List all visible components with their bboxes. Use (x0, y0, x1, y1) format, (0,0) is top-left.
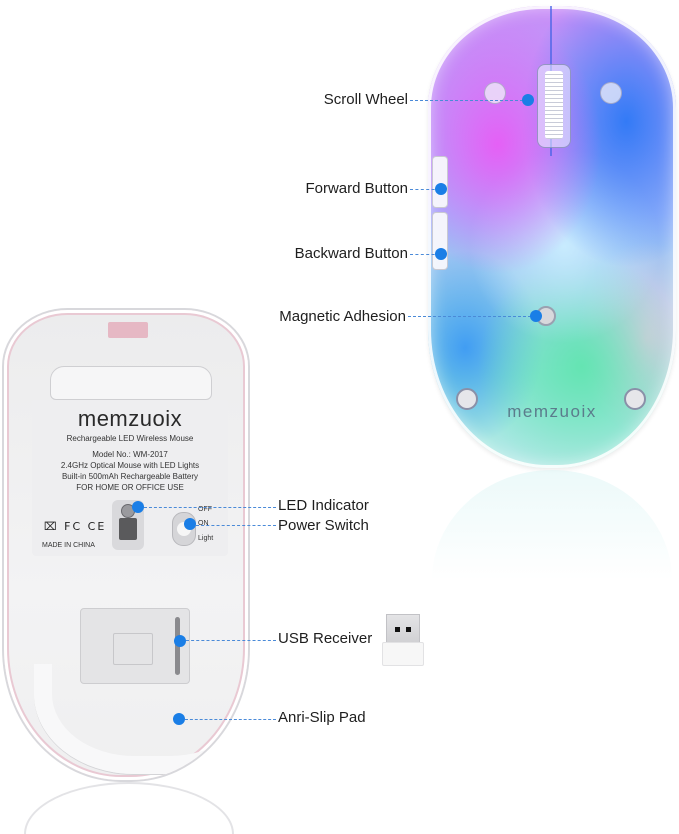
label-usb-receiver: USB Receiver (278, 630, 373, 647)
brand-logo: memzuoix (507, 402, 597, 421)
callout-line-usb-receiver (186, 640, 276, 641)
screw-right (624, 388, 646, 410)
usb-hole (406, 627, 411, 632)
backward-side-button (432, 212, 448, 270)
forward-side-button (432, 156, 448, 208)
usb-receiver-dongle (382, 614, 424, 666)
callout-dot-backward-button (435, 248, 447, 260)
bottom-mouse-reflection (24, 782, 234, 834)
callout-dot-power-switch (184, 518, 196, 530)
callout-line-backward-button (410, 254, 440, 255)
mouse-top-view: memzuoix (428, 6, 676, 468)
label-led-indicator: LED Indicator (278, 497, 369, 514)
pink-tab (108, 322, 148, 338)
made-in-label: MADE IN CHINA (42, 542, 95, 549)
scroll-wheel (537, 64, 571, 148)
screw-left (456, 388, 478, 410)
label-forward-button: Forward Button (305, 180, 408, 197)
callout-line-magnetic-adhesion (408, 316, 536, 317)
callout-line-forward-button (410, 189, 440, 190)
label-scroll-wheel: Scroll Wheel (323, 91, 408, 108)
usb-hole (395, 627, 400, 632)
callout-line-scroll-wheel (410, 100, 528, 101)
sticker-subtitle: Rechargeable LED Wireless Mouse (66, 434, 194, 443)
callout-dot-magnetic-adhesion (530, 310, 542, 322)
sticker-battery: Built-in 500mAh Rechargeable Battery (61, 472, 199, 481)
scroll-wheel-grip (545, 71, 563, 139)
callout-dot-led-indicator (132, 501, 144, 513)
callout-dot-scroll-wheel (522, 94, 534, 106)
callout-line-anti-slip-pad (185, 719, 276, 720)
switch-label-off: OFF (198, 506, 212, 513)
callout-dot-forward-button (435, 183, 447, 195)
dpi-knob-left (484, 82, 506, 104)
label-power-switch: Power Switch (278, 517, 369, 534)
switch-label-light: Light (198, 535, 214, 542)
receiver-outline (113, 633, 153, 665)
label-magnetic-adhesion: Magnetic Adhesion (279, 308, 406, 325)
top-mouse-reflection (432, 470, 672, 580)
callout-line-led-indicator (144, 507, 276, 508)
label-backward-button: Backward Button (294, 245, 408, 262)
dpi-knob-right (600, 82, 622, 104)
callout-dot-usb-receiver (174, 635, 186, 647)
certification-icons: ⌧ FC CE (44, 520, 107, 533)
sticker-usage: FOR HOME OR OFFICE USE (76, 483, 184, 492)
optical-sensor (119, 518, 137, 540)
switch-label-on: ON (198, 520, 209, 527)
usb-body (382, 642, 424, 666)
usb-connector (386, 614, 420, 646)
sticker-model: Model No.: WM-2017 (92, 450, 168, 459)
front-slip-pad (50, 366, 212, 400)
callout-dot-anti-slip-pad (173, 713, 185, 725)
sticker-brand: memzuoix (77, 406, 183, 431)
mouse-bottom-view: memzuoix Rechargeable LED Wireless Mouse… (4, 310, 248, 780)
sticker-spec: 2.4GHz Optical Mouse with LED Lights (60, 461, 200, 470)
label-anti-slip-pad: Anri-Slip Pad (278, 709, 366, 726)
callout-line-power-switch (196, 525, 276, 526)
